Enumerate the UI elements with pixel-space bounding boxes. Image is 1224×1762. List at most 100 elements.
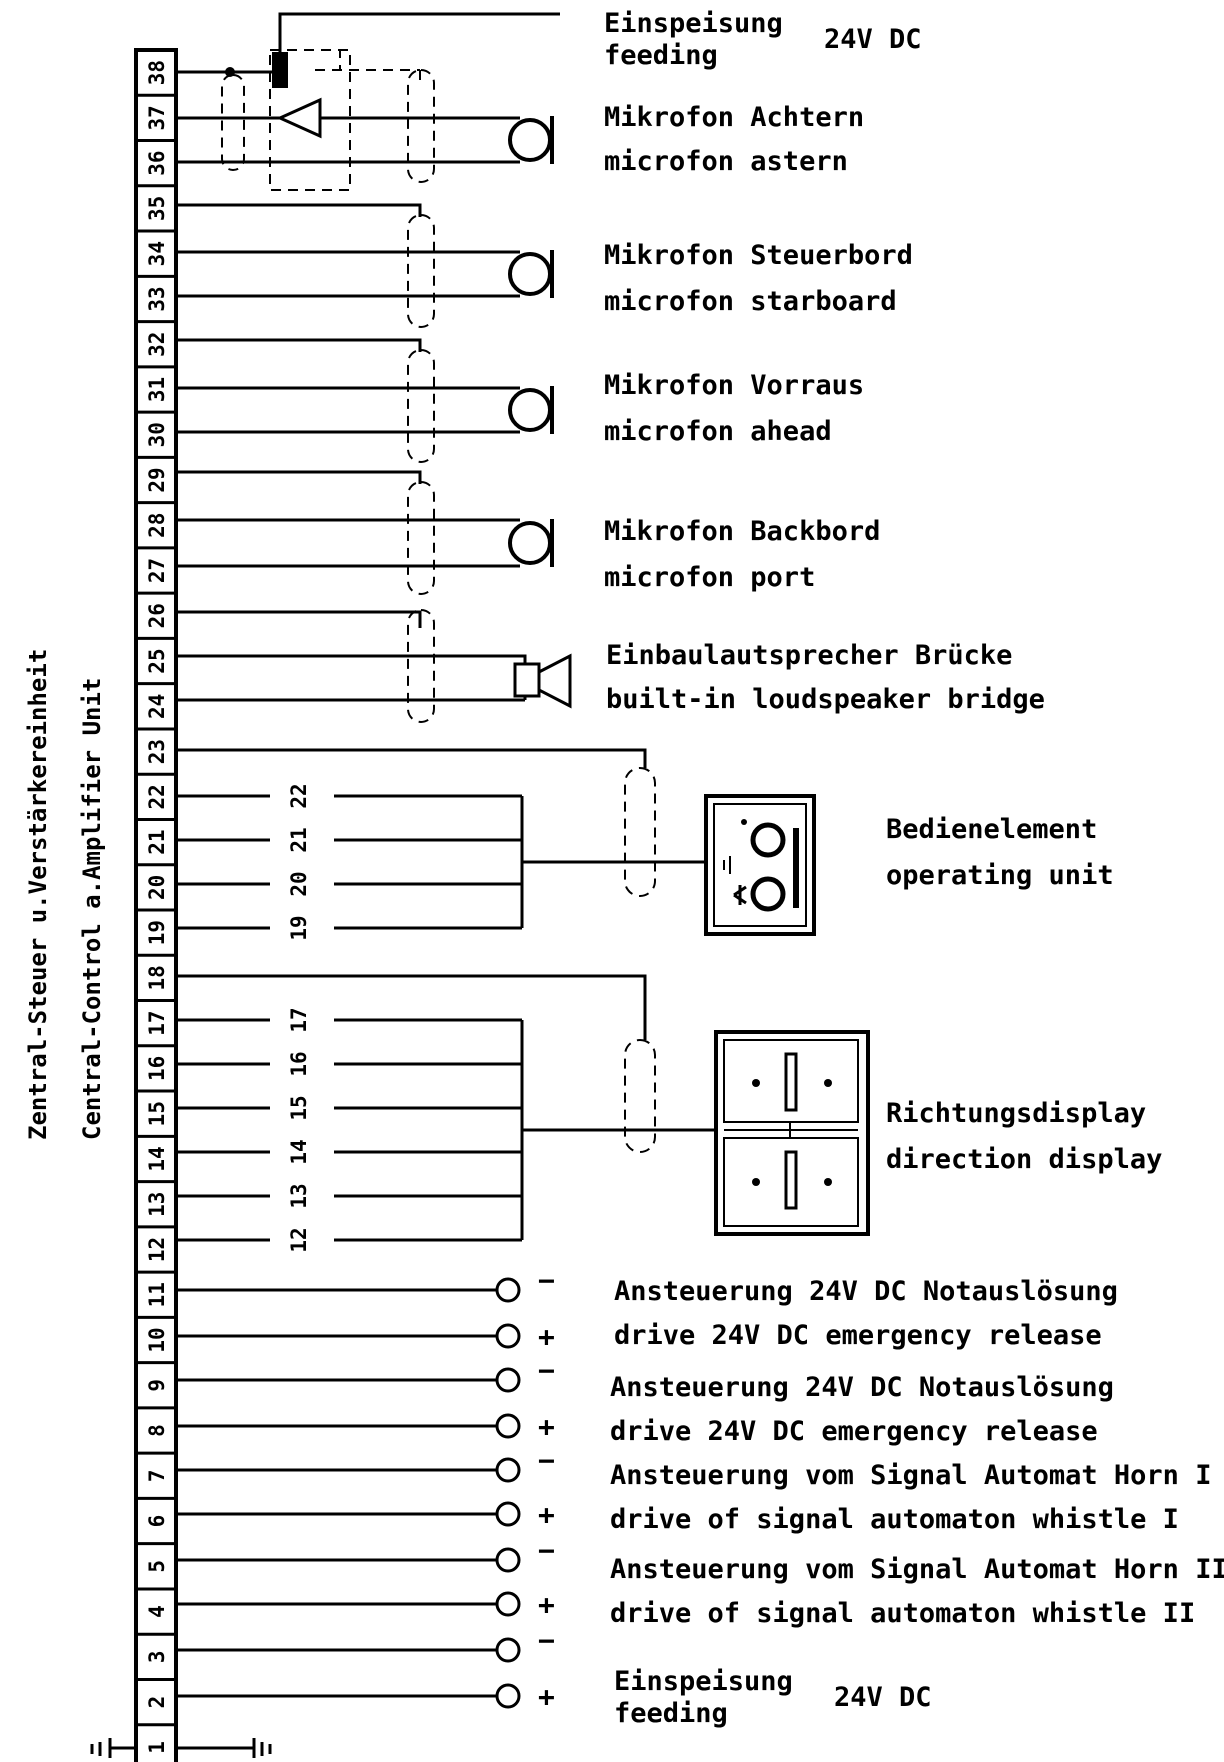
terminal-number: 26 [145,603,169,628]
drive4-label-de: Ansteuerung vom Signal Automat Horn II [610,1554,1224,1585]
mic-port-label-en: microfon port [604,562,815,593]
top-feed-voltage: 24V DC [824,24,922,55]
terminal-circle [495,1457,521,1483]
drive3-label-en: drive of signal automaton whistle I [610,1504,1179,1535]
terminal-circle [495,1501,521,1527]
drive1-label-de: Ansteuerung 24V DC Notauslösung [614,1276,1118,1307]
terminal-number: 23 [145,739,169,764]
unit-label-en: Central-Control a.Amplifier Unit [78,678,106,1140]
terminal-number: 12 [145,1237,169,1262]
cable-shield [407,481,435,595]
shield-wire [176,203,422,217]
shield-wire [176,338,422,352]
mic-port-label-de: Mikrofon Backbord [604,516,880,547]
terminal-circle [495,1367,521,1393]
polarity-sign: + [538,1588,555,1621]
terminal-circle [495,1591,521,1617]
microphone-icon [508,388,552,432]
terminal-number: 5 [145,1560,169,1573]
wire-number: 13 [287,1183,311,1208]
terminal-number: 21 [145,829,169,854]
microphone-icon [508,252,552,296]
terminal-number: 1 [145,1741,169,1754]
mic-starboard-label-en: microfon starboard [604,286,897,317]
polarity-sign: + [538,1410,555,1443]
polarity-sign: − [538,1624,555,1657]
mic-starboard-label-de: Mikrofon Steuerbord [604,240,913,271]
terminal-circle [495,1637,521,1663]
wire-number: 12 [287,1227,311,1252]
terminal-number: 3 [145,1651,169,1664]
mic-wires [176,518,520,568]
microphone-icon [508,521,552,565]
polarity-sign: + [538,1680,555,1713]
terminal-number: 17 [145,1011,169,1036]
terminal-circle [495,1413,521,1439]
shield-wire [176,470,422,484]
direction-display-label-en: direction display [886,1144,1162,1175]
wire-number: 14 [287,1139,311,1164]
drive1-label-en: drive 24V DC emergency release [614,1320,1102,1351]
mic-ahead-label-en: microfon ahead [604,416,832,447]
microphone-icon [508,118,552,162]
terminal-number: 35 [145,196,169,221]
terminal-number: 25 [145,648,169,673]
terminal-number: 31 [145,377,169,402]
terminal-number: 20 [145,875,169,900]
drive-output-terminals: −+−+−+−+−+ [176,1264,555,1713]
terminal-circle [495,1323,521,1349]
terminal-number: 30 [145,422,169,447]
terminal-number: 29 [145,467,169,492]
terminal-number: 11 [145,1282,169,1307]
drive2-label-en: drive 24V DC emergency release [610,1416,1098,1447]
cable-shield [407,214,435,328]
terminal-number: 6 [145,1515,169,1528]
terminal-circle [495,1683,521,1709]
microphones [176,116,554,595]
terminal-number: 16 [145,1056,169,1081]
terminal-number: 15 [145,1101,169,1126]
terminal-strip: 3837363534333231302928272625242322212019… [134,48,178,1762]
terminal-number: 36 [145,151,169,176]
unit-label-de: Zentral-Steuer u.Verstärkereinheit [24,649,52,1140]
earth-symbols [90,1738,272,1758]
loudspeaker-label-de: Einbaulautsprecher Brücke [606,640,1012,671]
terminal-number: 18 [145,965,169,990]
mic-astern-label-en: microfon astern [604,146,848,177]
terminal-number: 8 [145,1424,169,1437]
bottom-feed-label-de: Einspeisung [614,1666,793,1697]
terminal-number: 34 [145,241,169,266]
operating-unit-device [704,794,816,936]
terminal-number: 14 [145,1146,169,1171]
wire-number: 19 [287,915,311,940]
wire-number: 15 [287,1095,311,1120]
terminal-number: 2 [145,1696,169,1709]
polarity-sign: + [538,1498,555,1531]
wire-number: 22 [287,783,311,808]
terminal-number: 24 [145,694,169,719]
wire-number: 16 [287,1051,311,1076]
operating-unit-label-en: operating unit [886,860,1114,891]
terminal-circle [495,1277,521,1303]
terminal-number: 33 [145,286,169,311]
direction-display-device [714,1030,870,1236]
terminal-number: 19 [145,920,169,945]
terminal-number: 10 [145,1327,169,1352]
mic-ahead-label-de: Mikrofon Vorraus [604,370,864,401]
loudspeaker-symbol [176,609,572,723]
bottom-feed-label-en: feeding [614,1698,728,1729]
bottom-feed-voltage: 24V DC [834,1682,932,1713]
terminal-number: 38 [145,60,169,85]
terminal-number: 27 [145,558,169,583]
top-feed-label-de: Einspeisung [604,8,783,39]
drive3-label-de: Ansteuerung vom Signal Automat Horn I [610,1460,1211,1491]
polarity-sign: − [538,1354,555,1387]
terminal-number: 4 [145,1605,169,1618]
wire-number: 21 [287,827,311,852]
drive2-label-de: Ansteuerung 24V DC Notauslösung [610,1372,1114,1403]
wire-number: 17 [287,1007,311,1032]
terminal-number: 22 [145,784,169,809]
microphone-astern-assembly [176,12,560,191]
mic-wires [176,250,520,298]
